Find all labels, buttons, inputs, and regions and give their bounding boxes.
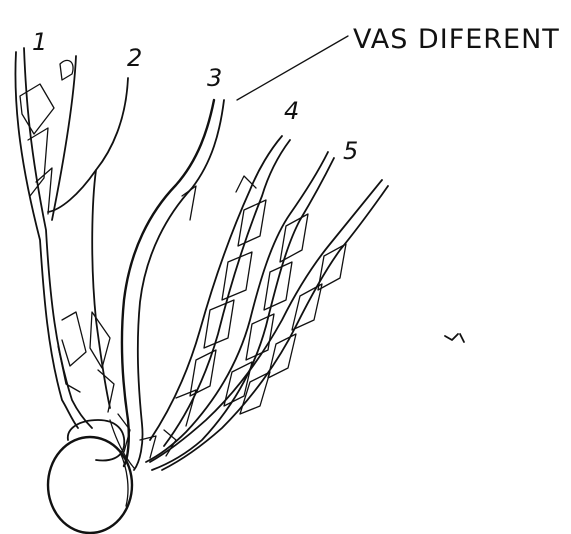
strand-number-4: 4 <box>284 97 299 125</box>
testis-body <box>48 437 132 533</box>
vas-diferent-label: VAS DIFERENT <box>353 24 560 55</box>
stray-mark <box>445 334 464 342</box>
testis <box>48 420 132 533</box>
strand-number-1: 1 <box>32 28 47 56</box>
strand-number-3: 3 <box>207 64 222 92</box>
strand-5 <box>146 152 334 470</box>
vas-diferent-leader-line <box>237 36 348 100</box>
strand-number-2: 2 <box>127 44 142 72</box>
strand-4 <box>150 136 290 446</box>
strand-number-5: 5 <box>343 137 358 165</box>
strand-1 <box>15 48 92 428</box>
strand-3 <box>122 100 224 470</box>
strand-2 <box>48 78 128 412</box>
